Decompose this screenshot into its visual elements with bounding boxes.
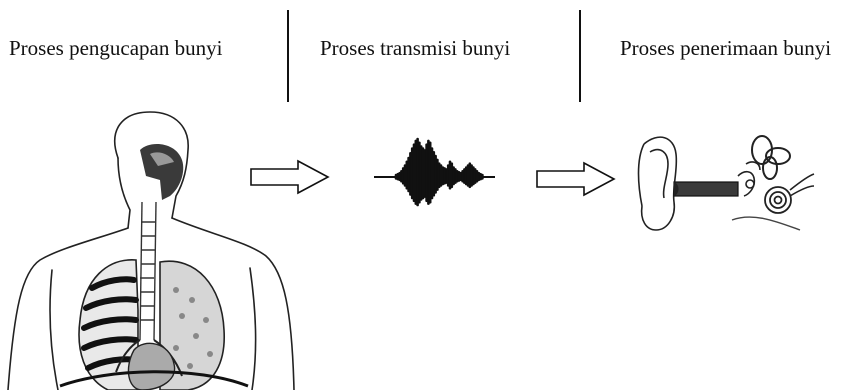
stage-divider — [579, 10, 581, 102]
hollow-arrow-right-icon — [250, 159, 330, 195]
stage-label-transmission: Proses transmisi bunyi — [320, 36, 511, 60]
respiratory-system-icon — [7, 111, 295, 390]
hollow-arrow-right-icon — [536, 161, 616, 197]
stage-label-reception: Proses penerimaan bunyi — [620, 36, 832, 60]
stage-divider — [287, 10, 289, 102]
ear-anatomy-icon — [637, 135, 815, 231]
stage-label-production: Proses pengucapan bunyi — [9, 36, 223, 60]
sound-waveform-icon — [374, 137, 495, 207]
